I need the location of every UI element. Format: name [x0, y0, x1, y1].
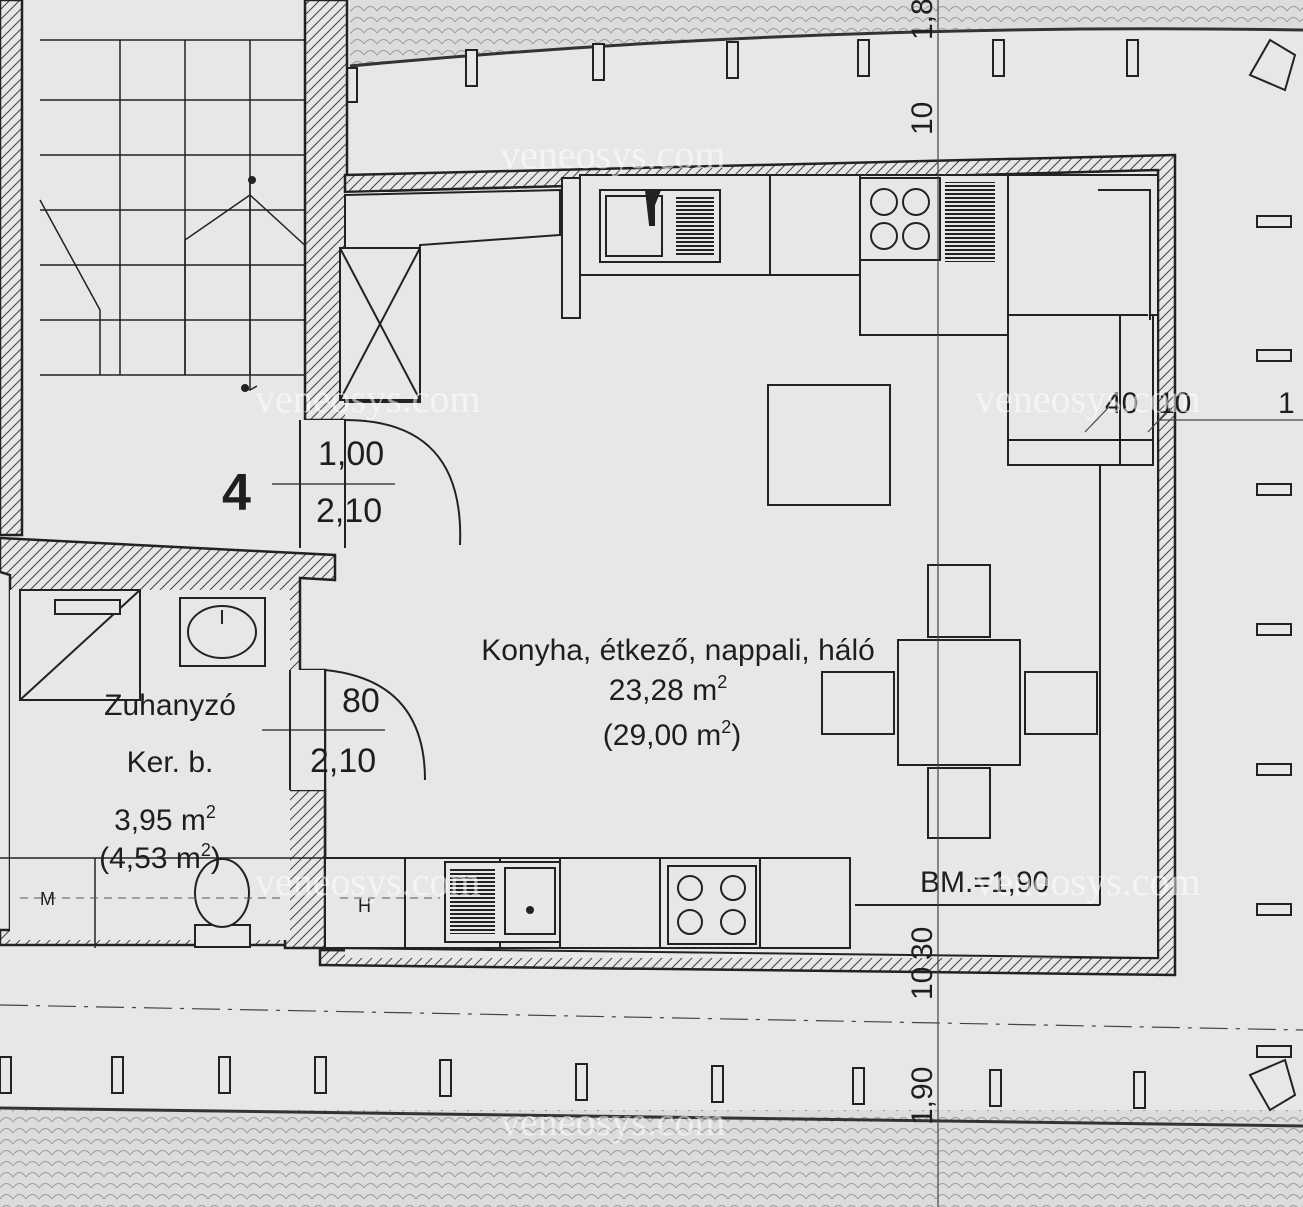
kitchen-sink-bottom [444, 861, 561, 943]
bathroom-area-total: (4,53 m2) [99, 840, 221, 875]
entrance-door-height: 2,10 [316, 492, 382, 530]
dim-top-180: 1,80 [906, 0, 939, 40]
watermark: veneosys.com veneosys.com veneosys.com v… [255, 132, 1201, 1144]
meter-m-label: M [40, 889, 55, 909]
meter-h-label: H [358, 896, 371, 916]
roof-beams-right [1256, 215, 1292, 1058]
dim-top-10: 10 [906, 102, 939, 135]
bm-height-label: BM.=1,90 [920, 866, 1049, 899]
toilet [194, 858, 251, 948]
unit-number: 4 [222, 464, 251, 522]
dim-right-1: 1 [1278, 387, 1295, 420]
staircase [39, 39, 311, 391]
svg-text:veneosys.com: veneosys.com [975, 376, 1201, 421]
main-room-area-total-sup: 2 [721, 717, 731, 737]
roof-beams-bottom [0, 1056, 1146, 1109]
roof-tiles-top [350, 0, 1303, 65]
svg-text:veneosys.com: veneosys.com [500, 1099, 726, 1144]
bathroom-door-width: 80 [342, 682, 380, 720]
shower-tray [19, 589, 141, 701]
bathroom-name-line2: Ker. b. [127, 746, 214, 779]
stove-top-cooktop [859, 177, 995, 262]
main-room-area-sup: 2 [717, 672, 727, 692]
dim-right-40: 40 [1105, 387, 1138, 420]
shaft-box [339, 188, 561, 403]
entrance-door-width: 1,00 [318, 435, 384, 473]
svg-text:veneosys.com: veneosys.com [975, 859, 1201, 904]
svg-text:veneosys.com: veneosys.com [255, 376, 481, 421]
stove-bottom-cooktop [667, 865, 757, 945]
main-room-name: Konyha, étkező, nappali, háló [481, 634, 875, 667]
bathroom-name-line1: Zuhanyzó [104, 689, 236, 722]
bathroom-area-total-sup: 2 [201, 840, 211, 860]
roof-tiles-bottom [0, 1110, 1303, 1207]
roof-beams-top [345, 39, 1139, 103]
dim-right-10: 10 [1158, 387, 1191, 420]
coffee-table [767, 384, 891, 506]
main-room-area-total: (29,00 m2) [603, 717, 741, 752]
bathroom-area: 3,95 m2 [114, 802, 216, 837]
bathroom-area-sup: 2 [206, 802, 216, 822]
svg-text:veneosys.com: veneosys.com [500, 132, 726, 177]
main-room-area: 23,28 m2 [609, 672, 727, 707]
entrance-door [272, 419, 462, 548]
dim-bottom-30: 30 [906, 927, 939, 960]
svg-text:veneosys.com: veneosys.com [255, 859, 481, 904]
bathroom-door [262, 669, 426, 790]
dim-bottom-190: 1,90 [906, 1067, 939, 1125]
bathroom-door-height: 2,10 [310, 742, 376, 780]
washbasin [179, 597, 266, 667]
kitchen-sink-top [599, 189, 721, 263]
sofa-bed [855, 189, 1154, 906]
dim-bottom-10: 10 [906, 967, 939, 1000]
